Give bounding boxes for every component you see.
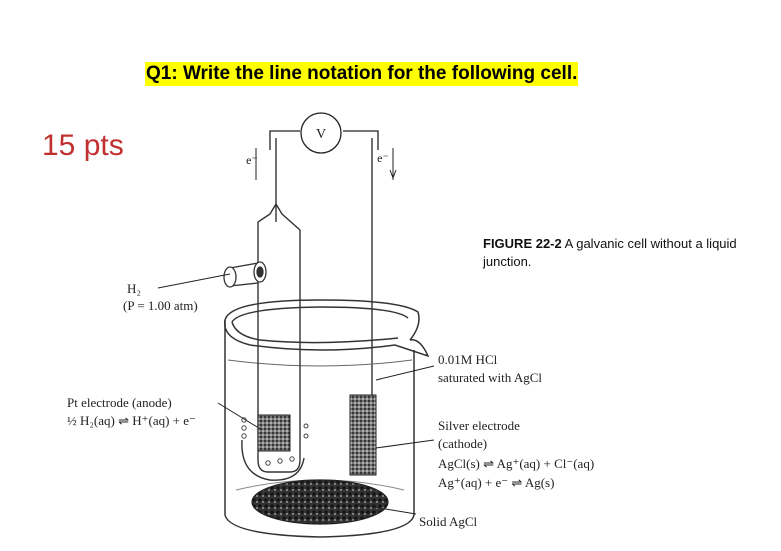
silver-reaction-1: AgCl(s) ⇌ Ag⁺(aq) + Cl⁻(aq): [438, 456, 595, 471]
voltmeter-label: V: [316, 127, 326, 142]
pointer-lines: [157, 273, 435, 515]
silver-electrode-label: Silver electrode: [438, 418, 520, 433]
voltmeter: [300, 112, 342, 154]
solid-agcl-label: Solid AgCl: [419, 514, 478, 529]
figure-caption-text: A galvanic cell without a liquid junctio…: [483, 236, 737, 269]
points-label: 15 pts: [42, 129, 124, 162]
hcl-label-line1: 0.01M HCl: [438, 352, 498, 367]
silver-reaction-2: Ag⁺(aq) + e⁻ ⇌ Ag(s): [438, 475, 555, 490]
circuit-wires: [255, 130, 397, 395]
solid-agcl: [251, 479, 389, 525]
silver-electrode: [349, 394, 377, 476]
question-heading: Q1: Write the line notation for the foll…: [145, 62, 579, 86]
figure-caption-label: FIGURE 22-2: [483, 236, 562, 251]
pt-half-reaction: ½ H₂(aq) ⇌ H⁺(aq) + e⁻: [67, 413, 196, 428]
electron-left-label: e⁻: [246, 153, 258, 167]
beaker: [223, 299, 430, 538]
electron-right-label: e⁻: [377, 151, 389, 165]
hcl-label-line2: saturated with AgCl: [438, 370, 542, 385]
hydrogen-tube: [241, 202, 305, 481]
pressure-label: (P = 1.00 atm): [123, 298, 198, 313]
cathode-label: (cathode): [438, 436, 488, 451]
gas-inlet: [223, 261, 267, 288]
h2-label: H₂: [127, 281, 141, 296]
platinum-electrode: [257, 414, 291, 452]
gas-bubbles: [241, 417, 309, 466]
pt-electrode-label: Pt electrode (anode): [67, 395, 172, 410]
figure-caption: FIGURE 22-2 A galvanic cell without a li…: [483, 235, 753, 271]
